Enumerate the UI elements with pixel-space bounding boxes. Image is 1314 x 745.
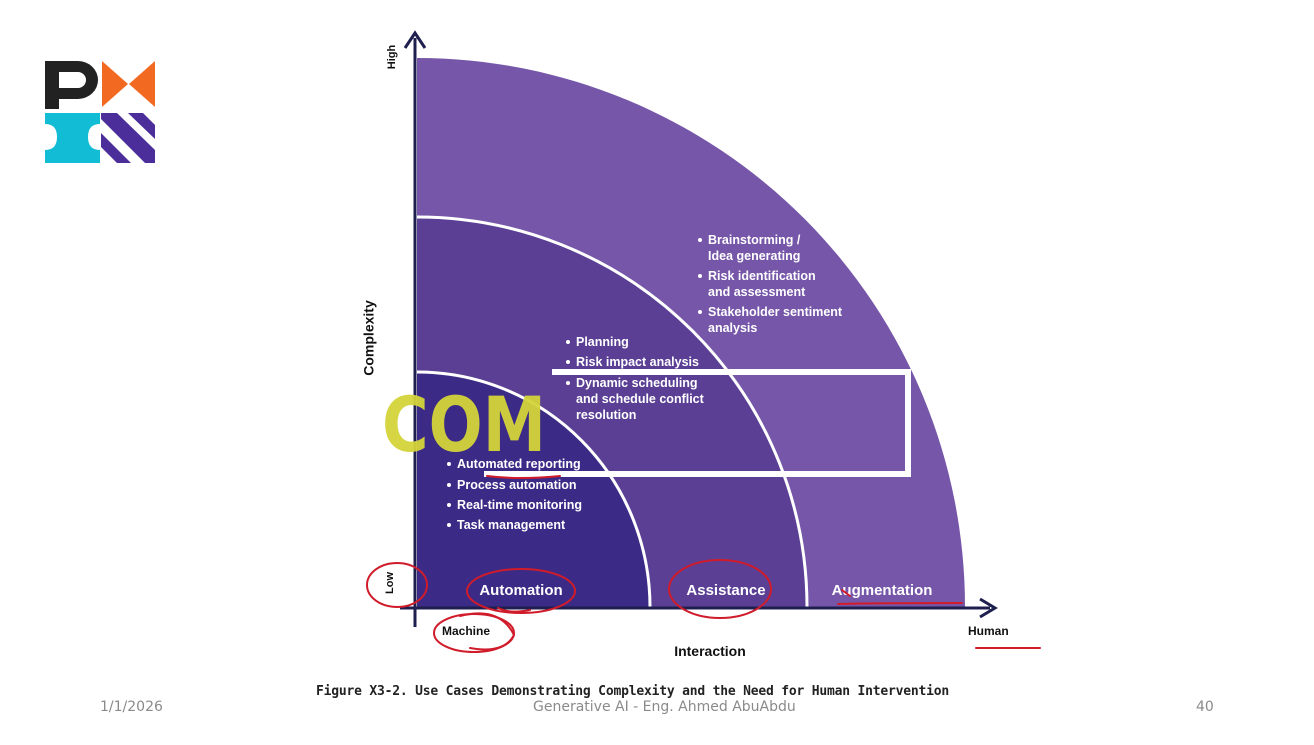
overlay-com-text: COM [382,380,546,469]
logo-orange-left [102,61,128,107]
bullet [698,310,702,314]
boundary-inner [416,370,652,608]
bullet [447,483,451,487]
bullet [447,462,451,466]
underline-automation [497,607,531,613]
zone-label-assistance: Assistance [686,582,765,599]
logo-teal-i [45,113,100,163]
list-item: Task management [457,518,566,532]
list-item: Planning [576,335,629,349]
assistance-items: Planning Risk impact analysis Dynamic sc… [566,335,705,422]
circle-automation [466,568,576,614]
list-item: Stakeholder sentiment [708,305,843,319]
y-axis-title: Complexity [361,300,377,376]
boundary-outer [416,215,809,608]
zone-label-automation: Automation [479,582,562,599]
list-item: and schedule conflict [576,392,705,406]
list-item: Process automation [457,478,576,492]
red-pen-annotations [366,475,1041,653]
bullet [566,381,570,385]
logo-p-bowl [45,61,98,99]
logo-stripe-2 [101,133,131,163]
figure-caption: Figure X3-2. Use Cases Demonstrating Com… [316,684,950,699]
x-axis-machine-label: Machine [442,624,490,638]
bullet [566,360,570,364]
list-item: analysis [708,321,757,335]
underline-augmentation [837,602,963,605]
circle-machine-loop [459,612,516,651]
underline-automated-reporting [486,475,561,479]
list-item: Brainstorming / [708,233,801,247]
logo-stripe-3 [128,113,155,139]
y-axis-low-label: Low [384,572,396,594]
bullet [447,523,451,527]
tick-augmentation [841,589,851,597]
bullet [698,274,702,278]
list-item: Automated reporting [457,457,581,471]
circle-assistance [668,559,772,619]
y-axis-arrowhead [403,30,427,49]
x-axis-arrowhead [979,597,998,619]
x-axis-title: Interaction [674,643,746,659]
footer-date: 1/1/2026 [100,699,163,715]
y-axis-high-label: High [386,45,398,70]
list-item: Idea generating [708,249,800,263]
highlight-box-annotation [484,369,911,477]
automation-items: Automated reporting Process automation R… [447,457,582,532]
bullet [566,340,570,344]
list-item: Risk identification [708,269,816,283]
list-item: Dynamic scheduling [576,376,698,390]
bullet [698,238,702,242]
pmi-logo [45,61,155,163]
circle-low [366,562,428,608]
augmentation-items: Brainstorming / Idea generating Risk ide… [698,233,843,335]
list-item: Real-time monitoring [457,498,582,512]
list-item: resolution [576,408,636,422]
zone-label-augmentation: Augmentation [832,582,933,599]
list-item: Risk impact analysis [576,355,699,369]
logo-stripe-1 [101,113,155,163]
logo-orange-right [129,61,155,107]
x-axis-human-label: Human [968,624,1009,638]
footer-title: Generative AI - Eng. Ahmed AbuAbdu [533,699,796,715]
bullet [447,503,451,507]
footer-page-number: 40 [1196,699,1214,715]
zone-automation [417,372,650,607]
list-item: and assessment [708,285,806,299]
